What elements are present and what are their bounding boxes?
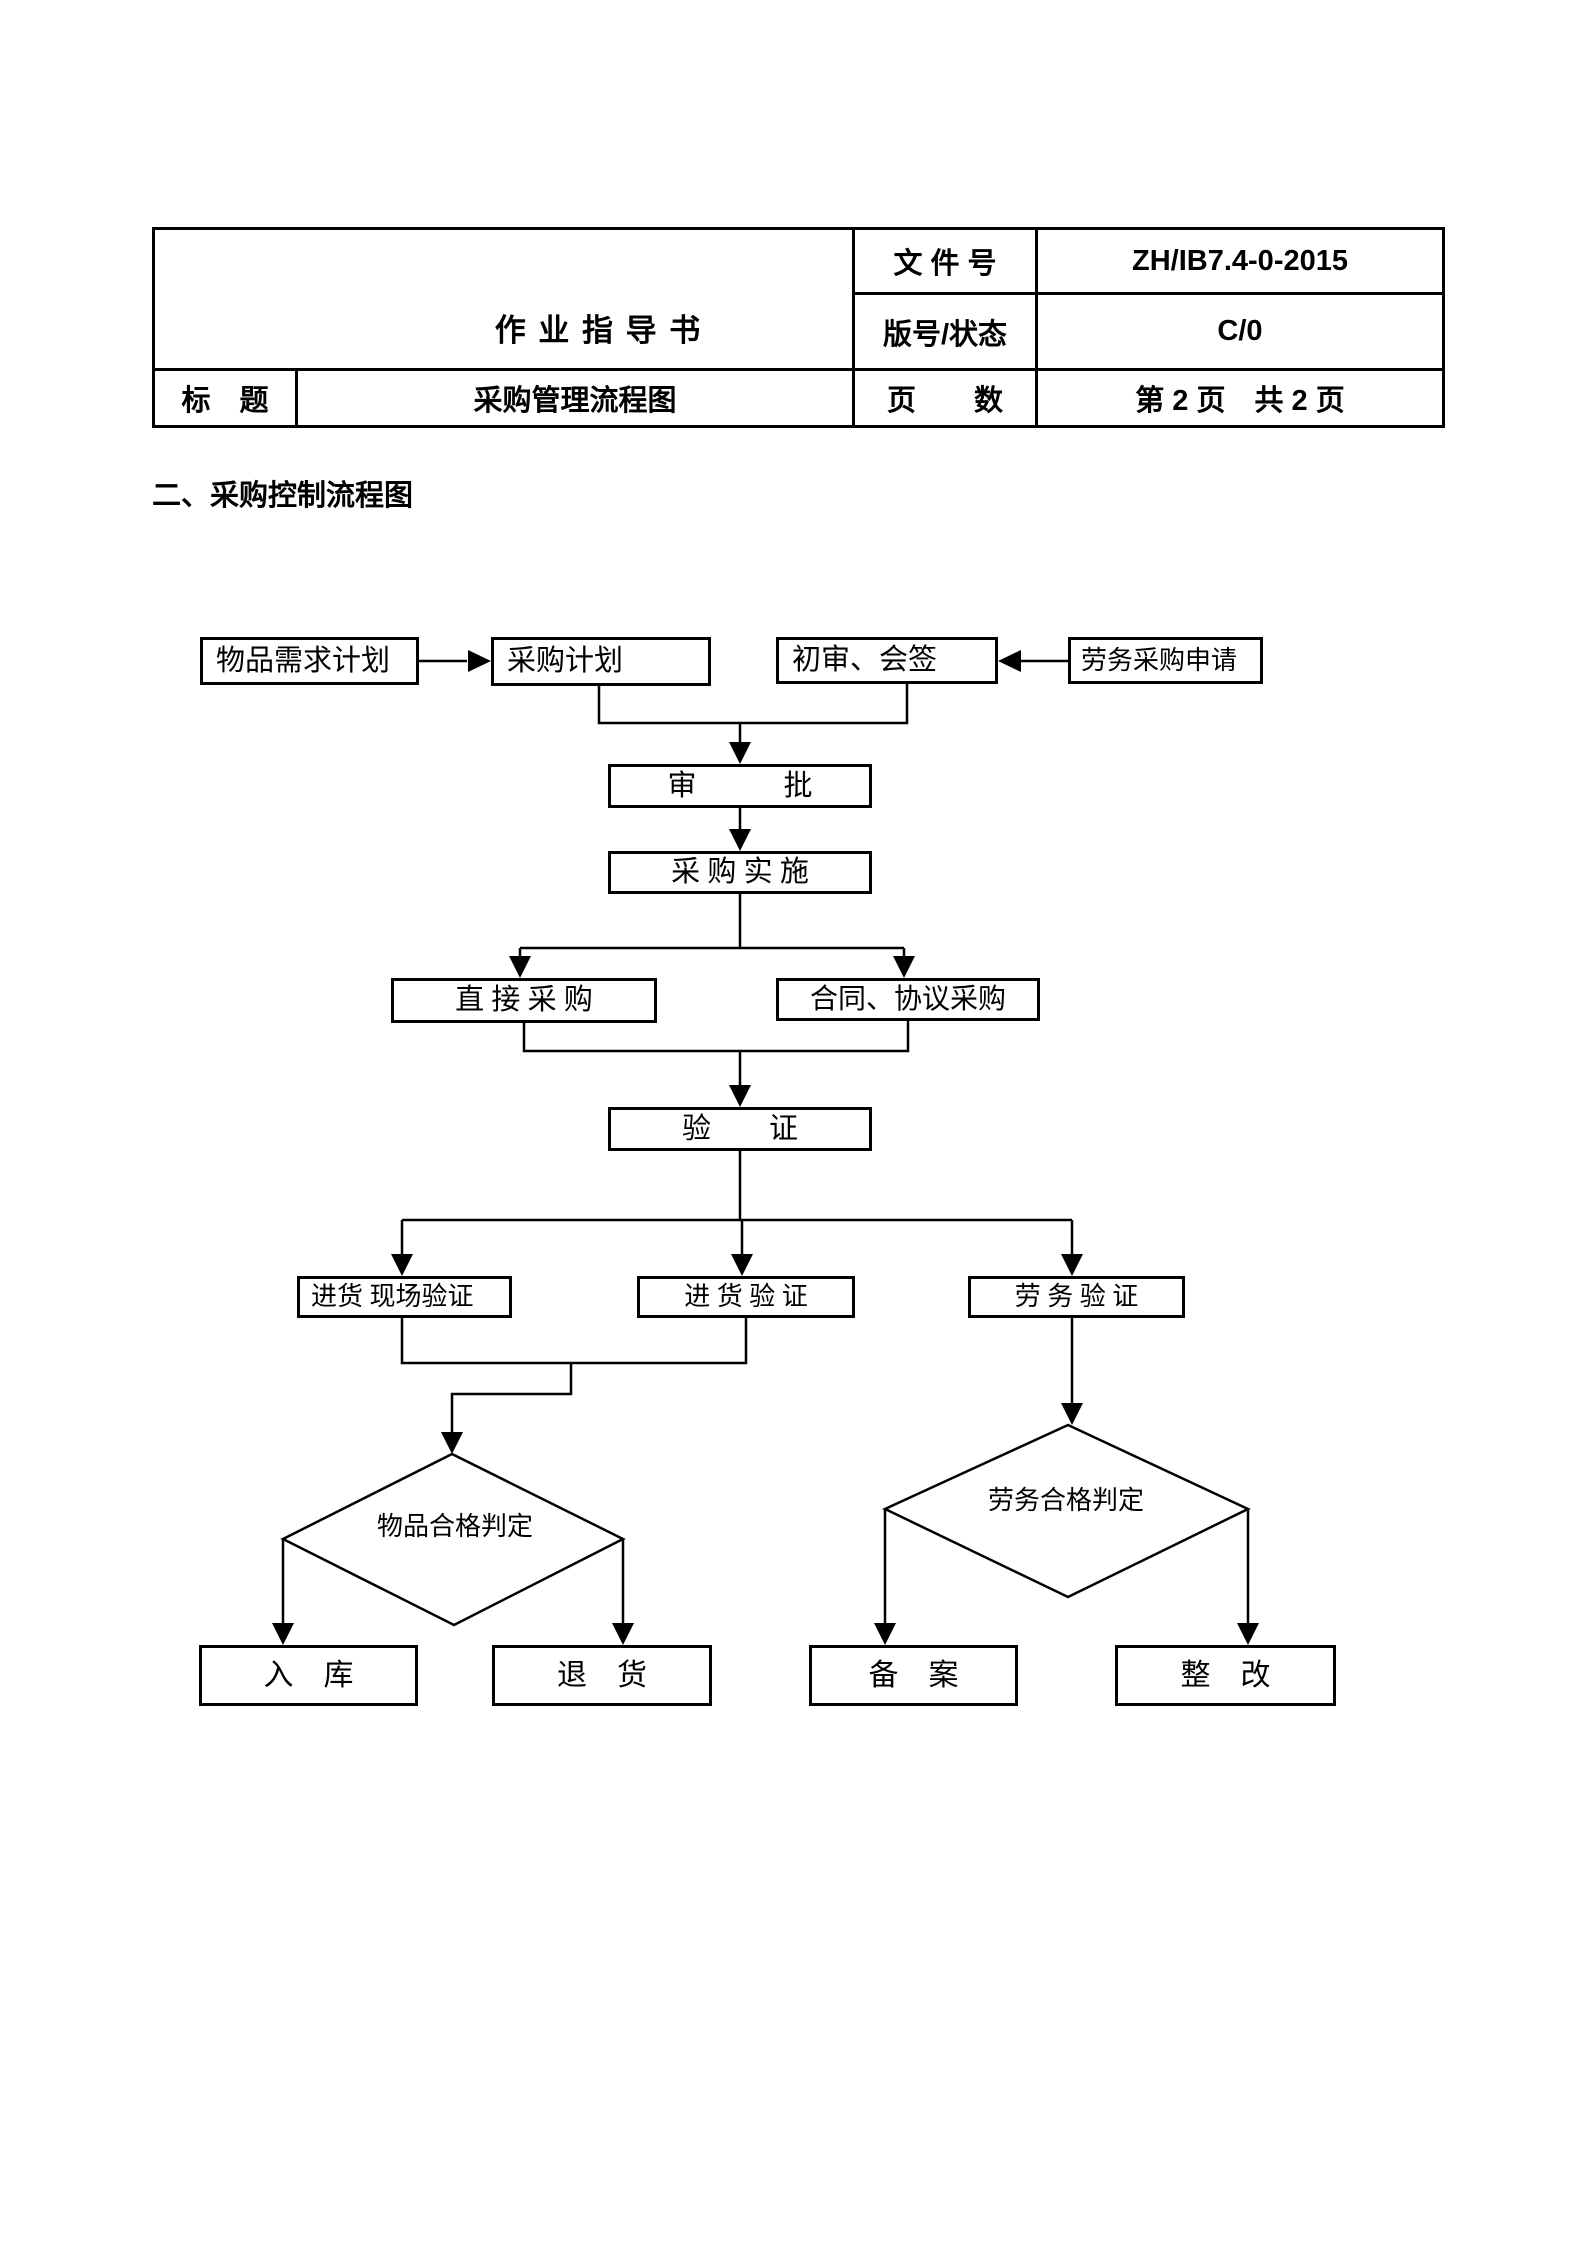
doc-no-value: ZH/IB7.4-0-2015 [1035, 227, 1445, 295]
node-initial-review-countersign: 初审、会签 [776, 637, 998, 684]
doc-no-label: 文 件 号 [852, 227, 1038, 295]
goods-qualification-diamond [280, 1452, 626, 1627]
labor-qualification-diamond [882, 1423, 1251, 1599]
header-table: 作 业 指 导 书 文 件 号 ZH/IB7.4-0-2015 版号/状态 C/… [152, 227, 1445, 428]
version-label: 版号/状态 [852, 292, 1038, 371]
node-purchase-implementation: 采 购 实 施 [608, 851, 872, 894]
label-labor-qualification-judgement: 劳务合格判定 [987, 1486, 1145, 1515]
pages-label: 页 数 [852, 368, 1038, 428]
node-filing: 备 案 [809, 1645, 1018, 1706]
doc-type-title: 作 业 指 导 书 [494, 313, 703, 348]
node-labor-purchase-request: 劳务采购申请 [1068, 637, 1263, 684]
node-return-goods: 退 货 [492, 1645, 712, 1706]
node-direct-purchase: 直 接 采 购 [391, 978, 657, 1023]
doc-type-cell: 作 业 指 导 书 [152, 227, 855, 371]
node-incoming-verification: 进 货 验 证 [637, 1276, 855, 1318]
pages-value: 第 2 页 共 2 页 [1035, 368, 1445, 428]
node-approval: 审 批 [608, 764, 872, 808]
label-goods-qualification-judgement: 物品合格判定 [376, 1512, 534, 1541]
node-verification: 验 证 [608, 1107, 872, 1151]
title-value: 采购管理流程图 [295, 368, 855, 428]
title-label: 标 题 [152, 368, 298, 428]
version-value: C/0 [1035, 292, 1445, 371]
node-rectification: 整 改 [1115, 1645, 1336, 1706]
node-warehousing: 入 库 [199, 1645, 418, 1706]
node-purchase-plan: 采购计划 [491, 637, 711, 686]
node-labor-verification: 劳 务 验 证 [968, 1276, 1185, 1318]
node-goods-demand-plan: 物品需求计划 [200, 637, 419, 685]
node-contract-agreement-purchase: 合同、协议采购 [776, 978, 1040, 1021]
section-heading: 二、采购控制流程图 [152, 480, 414, 512]
node-incoming-site-verification: 进货 现场验证 [297, 1276, 512, 1318]
